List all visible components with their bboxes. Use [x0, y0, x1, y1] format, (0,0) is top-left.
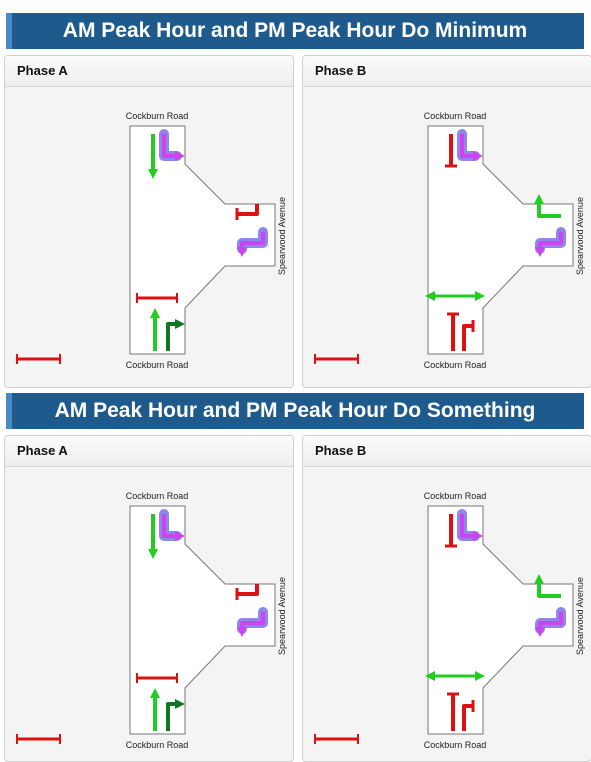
side-road-label: Spearwood Avenue — [277, 577, 287, 655]
bottom-road-label: Cockburn Road — [126, 740, 189, 750]
bottom-right-arrow — [166, 322, 177, 351]
bottom-right-arrow — [462, 324, 473, 351]
side-left-filter-arrow — [538, 612, 563, 629]
side-left-filter-arrowhead — [237, 627, 247, 637]
top-through-arrowhead — [148, 549, 158, 559]
side-right-arrowhead — [534, 194, 544, 204]
bottom-right-arrow — [166, 702, 177, 731]
side-left-filter-arrow — [538, 232, 563, 249]
top-left-filter-arrow — [460, 514, 475, 538]
ped-crossing-arrowhead-right — [475, 671, 485, 681]
bottom-road-label: Cockburn Road — [424, 740, 487, 750]
top-road-label: Cockburn Road — [424, 491, 487, 501]
side-right-arrow — [537, 582, 561, 598]
bottom-right-arrowhead — [175, 699, 185, 709]
section-title: AM Peak Hour and PM Peak Hour Do Somethi… — [54, 399, 536, 422]
top-left-filter-arrowhead — [473, 151, 483, 161]
side-left-filter-arrowhead — [535, 627, 545, 637]
top-left-filter-arrow — [162, 134, 177, 158]
section-banner-do-something: AM Peak Hour and PM Peak Hour Do Somethi… — [6, 393, 584, 429]
ped-crossing-arrowhead-left — [425, 671, 435, 681]
top-road-label: Cockburn Road — [126, 491, 189, 501]
section-banner-do-minimum: AM Peak Hour and PM Peak Hour Do Minimum — [6, 13, 584, 49]
top-road-label: Cockburn Road — [126, 111, 189, 121]
bottom-right-arrow — [462, 704, 473, 731]
phase-title: Phase A — [5, 56, 293, 87]
side-road-label: Spearwood Avenue — [575, 577, 585, 655]
bottom-road-label: Cockburn Road — [424, 360, 487, 370]
side-right-arrow — [537, 202, 561, 218]
side-right-arrow — [237, 204, 259, 216]
side-right-arrow — [237, 584, 259, 596]
phase-title: Phase B — [303, 56, 591, 87]
section-title: AM Peak Hour and PM Peak Hour Do Minimum — [62, 19, 528, 42]
phase-title: Phase A — [5, 436, 293, 467]
phase-title: Phase B — [303, 436, 591, 467]
top-left-filter-arrow — [460, 134, 475, 158]
ped-crossing-arrowhead-left — [425, 291, 435, 301]
side-right-arrowhead — [534, 574, 544, 584]
top-left-filter-arrowhead — [175, 531, 185, 541]
bottom-road-label: Cockburn Road — [126, 360, 189, 370]
side-left-filter-arrowhead — [535, 247, 545, 257]
bottom-through-arrowhead — [150, 688, 160, 698]
side-road-label: Spearwood Avenue — [277, 197, 287, 275]
top-road-label: Cockburn Road — [424, 111, 487, 121]
side-left-filter-arrowhead — [237, 247, 247, 257]
top-left-filter-arrowhead — [175, 151, 185, 161]
top-through-arrowhead — [148, 169, 158, 179]
bottom-through-arrowhead — [150, 308, 160, 318]
side-left-filter-arrow — [240, 612, 265, 629]
top-left-filter-arrow — [162, 514, 177, 538]
side-left-filter-arrow — [240, 232, 265, 249]
top-left-filter-arrowhead — [473, 531, 483, 541]
bottom-right-arrowhead — [175, 319, 185, 329]
side-road-label: Spearwood Avenue — [575, 197, 585, 275]
ped-crossing-arrowhead-right — [475, 291, 485, 301]
